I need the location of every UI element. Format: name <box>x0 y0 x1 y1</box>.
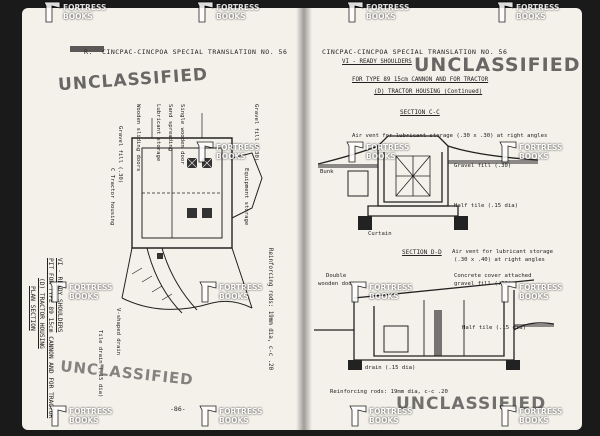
fortress-logo-icon <box>196 141 214 163</box>
section-cc-drawing <box>318 135 539 230</box>
watermark: FORTRESS BOOKS <box>42 0 106 32</box>
fortress-logo-icon <box>499 405 517 427</box>
right-subtitle: FOR TYPE 89 15cm CANNON AND FOR TRACTOR <box>352 77 489 83</box>
label-equipment-storage: Equipment storage <box>243 168 249 226</box>
label-gravel-fill-a: Gravel fill (.30) <box>117 126 123 184</box>
watermark: FORTRESS BOOKS <box>345 140 409 172</box>
section-dd-double-1: Double <box>326 273 347 279</box>
right-subsubtitle: (D) TRACTOR HOUSING (Continued) <box>374 89 483 95</box>
section-dd-concrete-2: gravel fill (.30) <box>454 281 512 287</box>
label-single-wooden-door: Single wooden door <box>179 104 185 165</box>
left-header-prefix: R. <box>84 48 93 56</box>
fortress-logo-icon <box>496 1 514 23</box>
watermark: FORTRESS BOOKS <box>348 404 412 436</box>
fortress-logo-icon <box>346 1 364 23</box>
right-section-heading: VI - READY SHOULDERS <box>342 59 412 65</box>
section-cc-vent: Air vent for lubricant storage (.30 x .3… <box>352 133 548 139</box>
section-dd-concrete-1: Concrete cover attached <box>454 273 532 279</box>
fortress-logo-icon <box>49 405 67 427</box>
fortress-logo-icon <box>43 1 61 23</box>
watermark: FORTRESS BOOKS <box>48 404 112 436</box>
label-sand-spreading: Sand spreading <box>167 104 173 152</box>
section-cc-half-tile: Half tile (.15 dia) <box>454 203 518 209</box>
right-page-header: CINCPAC-CINCPOA SPECIAL TRANSLATION NO. … <box>322 48 508 56</box>
right-unclassified-stamp: UNCLASSIFIED <box>414 54 581 76</box>
section-dd-vent-2: (.30 x .40) at right angles <box>454 257 545 263</box>
left-page-number: -86- <box>170 405 186 413</box>
left-unclassified-stamp-bottom: UNCLASSIFIED <box>59 357 195 389</box>
section-cc-bunk: Bunk <box>320 169 334 175</box>
fortress-logo-icon <box>196 1 214 23</box>
section-dd-reinforcing: Reinforcing rods: 19mm dia, c-c .20 <box>330 389 448 395</box>
label-tractor-housing: C Tractor housing <box>109 168 115 226</box>
left-page: R. CINCPAC-CINCPOA SPECIAL TRANSLATION N… <box>22 8 304 430</box>
fortress-logo-icon <box>349 281 367 303</box>
fortress-logo-icon <box>499 281 517 303</box>
fortress-logo-icon <box>499 141 517 163</box>
fortress-logo-icon <box>349 405 367 427</box>
label-wooden-sliding-doors: Wooden sliding doors <box>135 104 141 172</box>
label-v-shaped-drain: V-shaped drain <box>115 308 121 356</box>
left-page-header: CINCPAC-CINCPOA SPECIAL TRANSLATION NO. … <box>102 48 288 56</box>
redaction-bar <box>70 46 104 52</box>
watermark: FORTRESS BOOKS <box>195 140 259 172</box>
section-dd-half-tile: Half tile (.15 dia) <box>462 325 526 331</box>
watermark: FORTRESS BOOKS <box>48 280 112 312</box>
watermark: FORTRESS BOOKS <box>198 404 262 436</box>
watermark: FORTRESS BOOKS <box>495 0 559 32</box>
watermark: FORTRESS BOOKS <box>198 280 262 312</box>
fortress-logo-icon <box>199 281 217 303</box>
title-line-3: (D) TRACTOR HOUSING <box>38 278 45 349</box>
book-spine <box>296 8 312 430</box>
watermark: FORTRESS BOOKS <box>498 140 562 172</box>
left-unclassified-stamp: UNCLASSIFIED <box>57 64 209 96</box>
label-lubricant-storage: Lubricant storage <box>155 104 161 162</box>
right-page: CINCPAC-CINCPOA SPECIAL TRANSLATION NO. … <box>304 8 582 430</box>
title-line-4: PLAN SECTION <box>29 286 36 331</box>
section-dd-tile-drain: Tile drain (.15 dia) <box>348 365 416 371</box>
section-dd-vent-1: Air vent for lubricant storage <box>452 249 554 255</box>
watermark: FORTRESS BOOKS <box>195 0 259 32</box>
plan-section-drawing <box>121 113 263 314</box>
watermark: FORTRESS BOOKS <box>348 280 412 312</box>
section-dd-title: SECTION D-D <box>402 249 442 256</box>
watermark: FORTRESS BOOKS <box>345 0 409 32</box>
section-cc-title: SECTION C-C <box>400 109 440 116</box>
section-dd-double-2: wooden door <box>318 281 356 287</box>
fortress-logo-icon <box>199 405 217 427</box>
section-cc-curtain: Curtain <box>368 231 392 237</box>
watermark: FORTRESS BOOKS <box>498 280 562 312</box>
fortress-logo-icon <box>49 281 67 303</box>
label-reinforcing-rods: Reinforcing rods: 19mm dia, c-c .20 <box>267 248 273 371</box>
fortress-logo-icon <box>346 141 364 163</box>
watermark: FORTRESS BOOKS <box>498 404 562 436</box>
section-cc-gravel: Gravel fill (.30) <box>454 163 512 169</box>
